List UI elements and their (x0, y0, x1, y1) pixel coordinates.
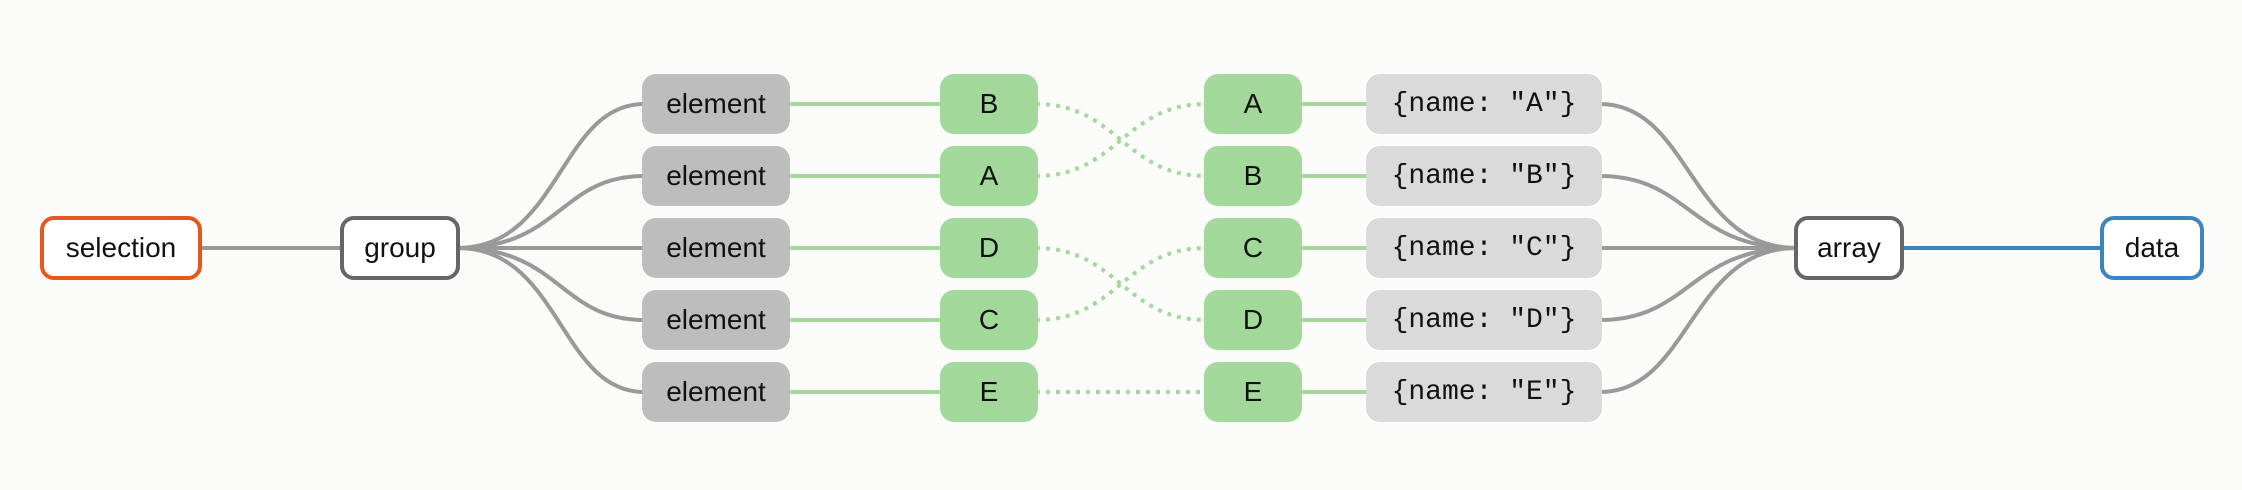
datum-node-1: {name: "A"} (1366, 74, 1602, 134)
element-key-node-2: A (940, 146, 1038, 206)
array-label: array (1817, 232, 1881, 263)
data-key-node-4: D (1204, 290, 1302, 350)
array-node: array (1794, 216, 1904, 280)
link-group-element-2 (457, 174, 645, 250)
data-key-node-3: C (1204, 218, 1302, 278)
join-link-C (1035, 246, 1207, 322)
datum-label: {name: "B"} (1391, 160, 1577, 192)
selection-node: selection (40, 216, 202, 280)
key-label: C (1242, 232, 1264, 263)
key-label: C (978, 304, 1000, 335)
element-label: element (666, 376, 766, 407)
element-key-node-5: E (940, 362, 1038, 422)
link-datum-array-1 (1599, 102, 1797, 250)
key-label: B (1243, 160, 1263, 191)
element-node-4: element (642, 290, 790, 350)
link-group-element-1 (457, 102, 645, 250)
link-group-element-4 (457, 246, 645, 322)
datum-node-4: {name: "D"} (1366, 290, 1602, 350)
data-key-node-5: E (1204, 362, 1302, 422)
key-label: B (979, 88, 999, 119)
key-label: E (1243, 376, 1263, 407)
datum-node-2: {name: "B"} (1366, 146, 1602, 206)
key-label: E (979, 376, 999, 407)
join-link-D (1035, 246, 1207, 322)
element-label: element (666, 88, 766, 119)
data-key-node-2: B (1204, 146, 1302, 206)
element-label: element (666, 232, 766, 263)
datum-node-5: {name: "E"} (1366, 362, 1602, 422)
group-label: group (364, 232, 436, 263)
element-key-node-4: C (940, 290, 1038, 350)
element-node-5: element (642, 362, 790, 422)
datum-label: {name: "D"} (1391, 304, 1577, 336)
key-label: D (978, 232, 1000, 263)
link-group-element-5 (457, 246, 645, 394)
data-key-node-1: A (1204, 74, 1302, 134)
datum-node-3: {name: "C"} (1366, 218, 1602, 278)
element-label: element (666, 160, 766, 191)
link-datum-array-2 (1599, 174, 1797, 250)
group-node: group (340, 216, 460, 280)
element-key-node-3: D (940, 218, 1038, 278)
join-link-A (1035, 102, 1207, 178)
link-datum-array-4 (1599, 246, 1797, 322)
data-node: data (2100, 216, 2204, 280)
element-node-1: element (642, 74, 790, 134)
key-label: A (1243, 88, 1263, 119)
datum-label: {name: "E"} (1391, 376, 1577, 408)
selection-label: selection (65, 232, 177, 263)
element-key-node-1: B (940, 74, 1038, 134)
key-label: A (979, 160, 999, 191)
datum-label: {name: "A"} (1391, 88, 1577, 120)
element-label: element (666, 304, 766, 335)
data-label: data (2124, 232, 2180, 263)
element-node-2: element (642, 146, 790, 206)
datum-label: {name: "C"} (1391, 232, 1577, 264)
link-datum-array-5 (1599, 246, 1797, 394)
key-label: D (1242, 304, 1264, 335)
element-node-3: element (642, 218, 790, 278)
join-link-B (1035, 102, 1207, 178)
